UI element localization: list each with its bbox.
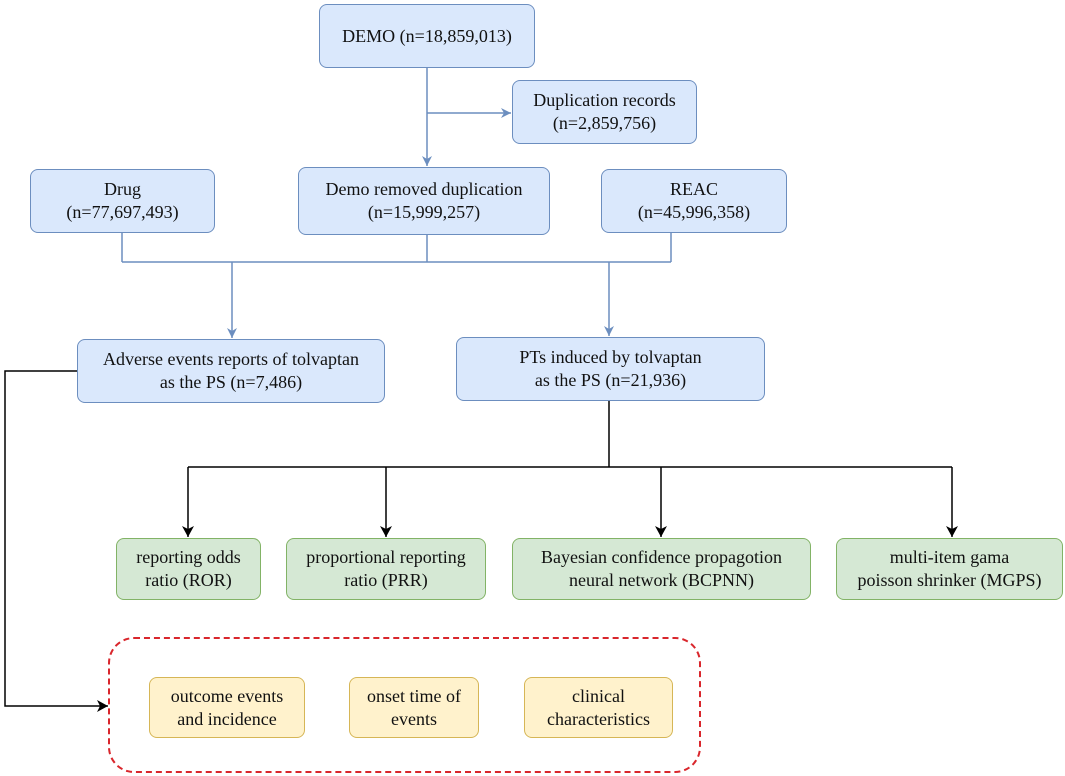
demo-removed-line1: Demo removed duplication [325,179,523,199]
clinical-line2: characteristics [547,708,650,729]
ror-line2: ratio (ROR) [145,570,232,590]
demo-removed-line2: (n=15,999,257) [367,202,481,222]
reac-box: REAC (n=45,996,358) [601,169,787,233]
outcome-line1: outcome events [170,685,284,706]
bcpnn-line1: Bayesian confidence propagotion [541,547,782,567]
outcome-line2: and incidence [177,708,277,729]
prr-line2: ratio (PRR) [344,570,428,590]
analysis-group-dashed-border [108,637,701,773]
pts-line2: as the PS (n=21,936) [534,370,687,390]
onset-line2: events [391,708,437,729]
reac-line2: (n=45,996,358) [637,202,751,222]
clinical-box: clinical characteristics [524,677,673,738]
pts-line1: PTs induced by tolvaptan [519,347,702,367]
duplication-line2: (n=2,859,756) [552,113,657,133]
prr-line1: proportional reporting [306,547,466,567]
onset-box: onset time of events [349,677,479,738]
drug-box: Drug (n=77,697,493) [30,169,215,233]
adverse-line2: as the PS (n=7,486) [159,372,303,392]
clinical-line1: clinical [572,685,625,706]
adverse-line1: Adverse events reports of tolvaptan [103,349,359,369]
mgps-line2: poisson shrinker (MGPS) [857,570,1042,590]
bcpnn-box: Bayesian confidence propagotion neural n… [512,538,811,600]
edge-adverse-to-analysis [4,370,108,712]
drug-line1: Drug [104,179,141,199]
adverse-box: Adverse events reports of tolvaptan as t… [77,339,385,403]
mgps-line1: multi-item gama [889,547,1010,567]
demo-line1: DEMO (n=18,859,013) [342,25,512,46]
duplication-box: Duplication records (n=2,859,756) [512,80,697,144]
outcome-box: outcome events and incidence [149,677,305,738]
demo-removed-box: Demo removed duplication (n=15,999,257) [298,167,550,235]
pts-box: PTs induced by tolvaptan as the PS (n=21… [456,337,765,401]
ror-line1: reporting odds [136,547,241,567]
demo-box: DEMO (n=18,859,013) [319,4,535,68]
bcpnn-line2: neural network (BCPNN) [569,570,754,590]
onset-line1: onset time of [367,685,461,706]
drug-line2: (n=77,697,493) [66,202,179,222]
mgps-box: multi-item gama poisson shrinker (MGPS) [836,538,1063,600]
prr-box: proportional reporting ratio (PRR) [286,538,486,600]
duplication-line1: Duplication records [533,90,676,110]
reac-line1: REAC [669,179,718,199]
ror-box: reporting odds ratio (ROR) [116,538,261,600]
